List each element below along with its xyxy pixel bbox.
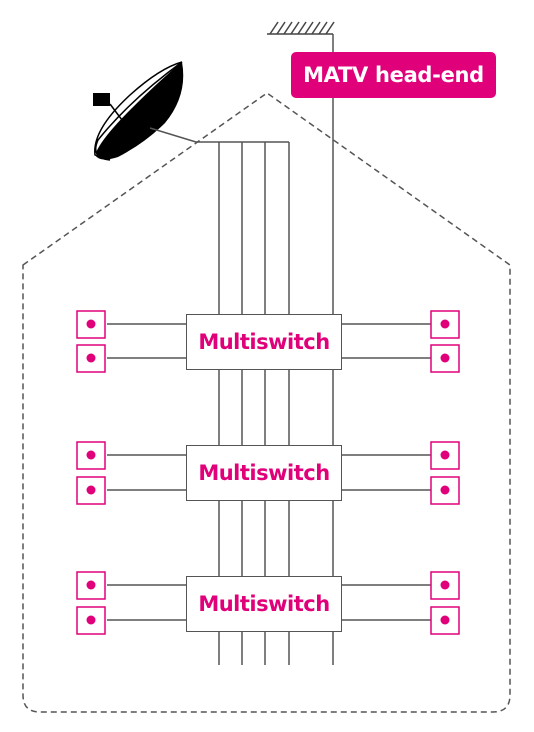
branch-lines [107,323,431,621]
headend-label: MATV head-end [291,52,496,98]
wall-outlet-icon [430,571,460,600]
wall-outlet-icon [76,441,106,470]
wall-outlet-icon [430,476,460,505]
wall-outlet-icon [76,310,106,339]
satellite-dish-icon [93,61,197,161]
multiswitch-3: Multiswitch [186,576,342,632]
wall-outlet-icon [76,476,106,505]
house-outline [22,92,511,713]
mast-ground-icon [267,21,335,35]
wall-outlet-icon [430,344,460,373]
wall-outlet-icon [76,344,106,373]
wall-outlet-icon [430,441,460,470]
multiswitch-1: Multiswitch [186,314,342,370]
multiswitch-2: Multiswitch [186,445,342,501]
outlets [76,310,460,635]
wall-outlet-icon [430,310,460,339]
wall-outlet-icon [430,606,460,635]
wall-outlet-icon [76,571,106,600]
wall-outlet-icon [76,606,106,635]
